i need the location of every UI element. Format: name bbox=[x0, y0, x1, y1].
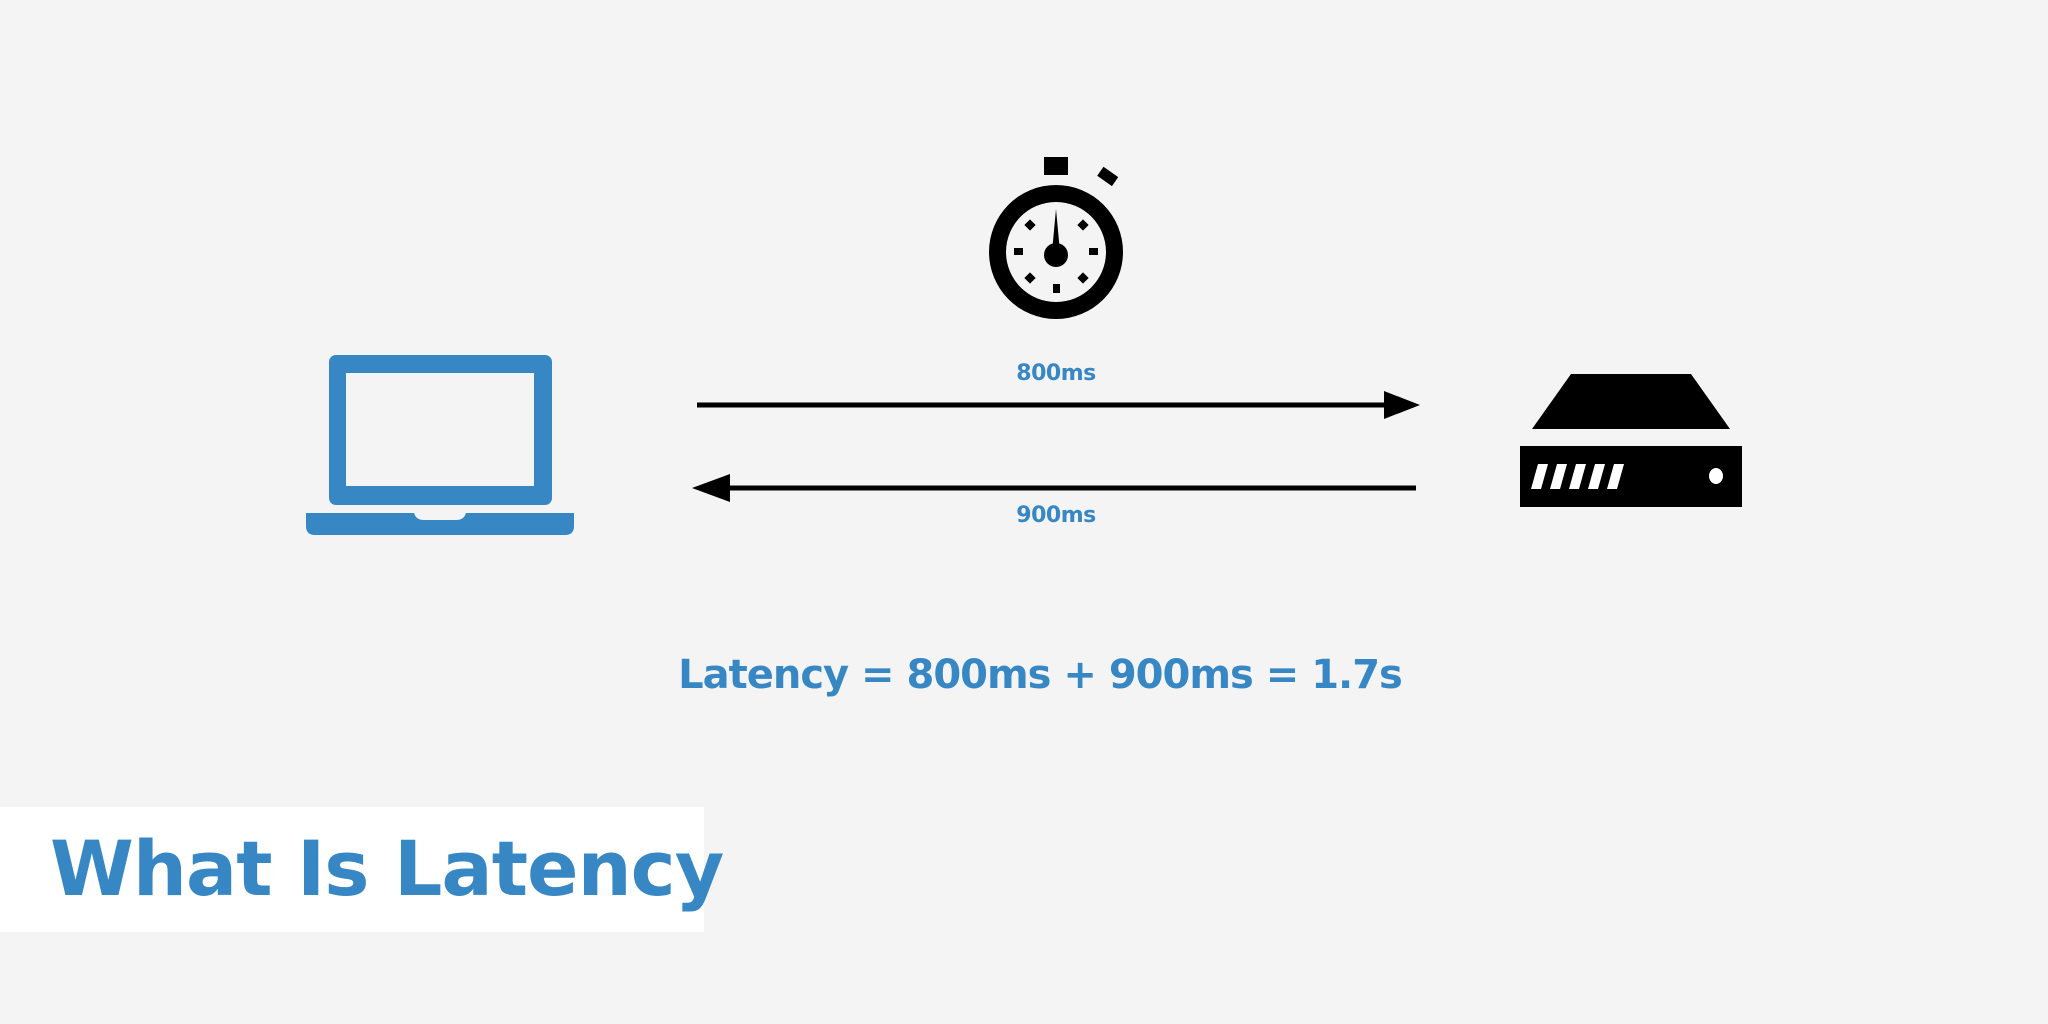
response-time-label: 900ms bbox=[1016, 503, 1096, 528]
stopwatch-icon bbox=[989, 157, 1123, 319]
request-arrow bbox=[697, 391, 1420, 419]
laptop-icon bbox=[306, 355, 574, 535]
title-panel: What Is Latency bbox=[0, 807, 724, 932]
latency-formula: Latency = 800ms + 900ms = 1.7s bbox=[678, 652, 1403, 698]
request-time-label: 800ms bbox=[1016, 361, 1096, 386]
response-arrow bbox=[692, 474, 1416, 502]
server-icon bbox=[1520, 374, 1742, 507]
page-title: What Is Latency bbox=[50, 824, 724, 913]
